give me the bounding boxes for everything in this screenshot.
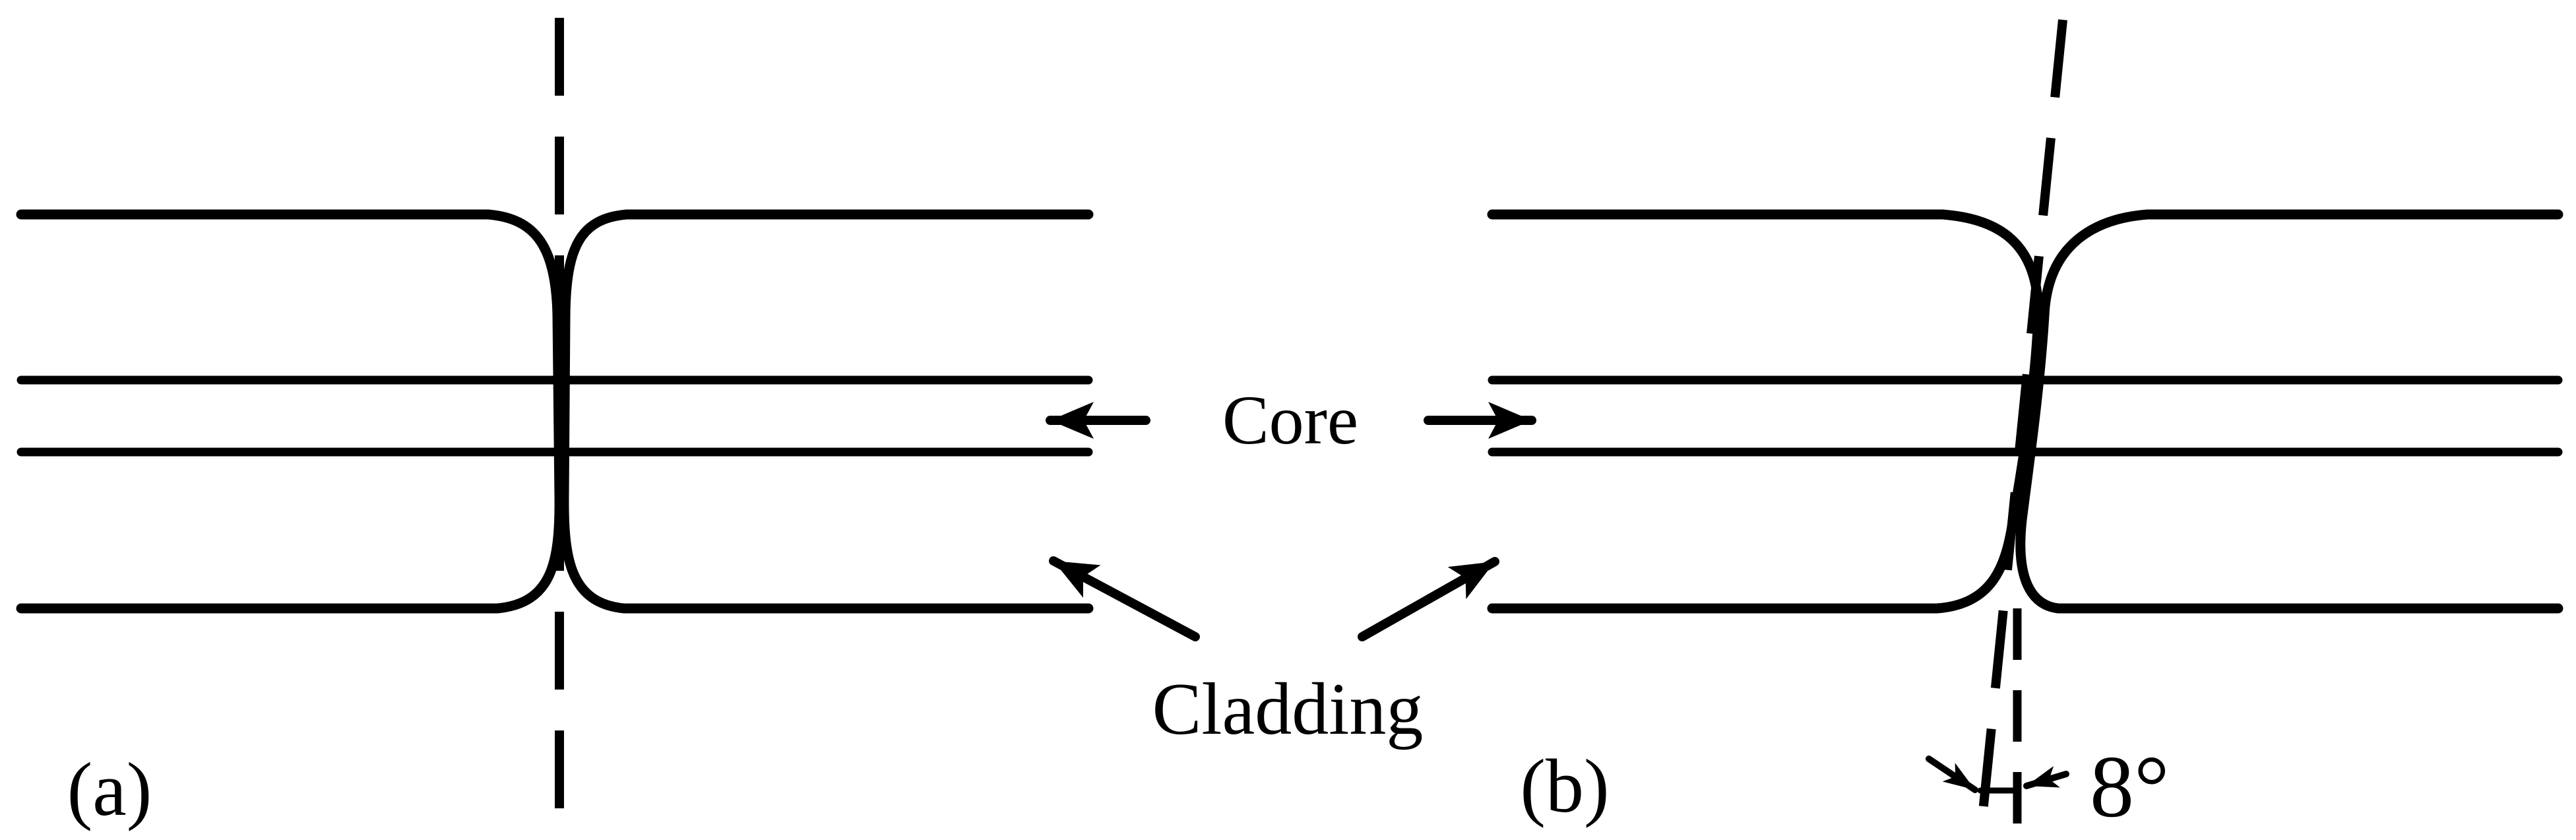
cladding-arrow-left — [1049, 556, 1200, 641]
callout-arrows — [1046, 402, 1536, 641]
cladding-arrow-right — [1358, 557, 1499, 641]
panel-b — [1487, 19, 2563, 825]
panel-b-label: (b) — [1520, 744, 1609, 829]
core-label: Core — [1222, 381, 1358, 459]
angled-splice-dashed-line-b — [1977, 19, 2067, 825]
left-fiber-cladding-outline-b — [1487, 209, 2044, 614]
angle-annotation — [1926, 756, 2069, 794]
angle-arrow-left — [1926, 756, 1978, 793]
panel-a — [16, 18, 1094, 824]
left-fiber-cladding-outline-a — [16, 209, 565, 614]
panel-a-label: (a) — [67, 748, 152, 832]
angle-arrow-right — [2023, 765, 2069, 789]
angle-value-label: 8° — [2090, 738, 2170, 835]
right-fiber-cladding-outline-a — [559, 209, 1094, 614]
cladding-label: Cladding — [1152, 668, 1424, 750]
right-fiber-cladding-outline-b — [2015, 209, 2563, 614]
